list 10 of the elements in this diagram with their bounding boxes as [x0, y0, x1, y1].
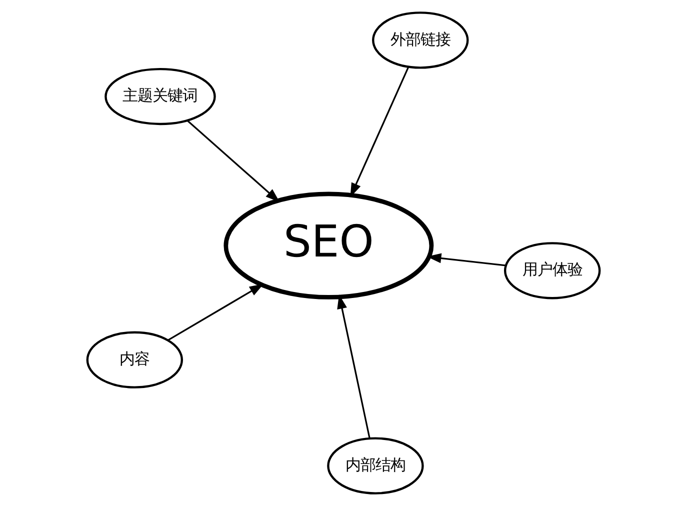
node-ellipse: 用户体验: [504, 242, 601, 300]
node-ellipse: 外部链接: [372, 12, 469, 69]
node-ellipse: 内部结构: [327, 437, 424, 494]
node-ellipse: SEO: [224, 192, 434, 300]
arrow: [168, 284, 264, 341]
arrow: [350, 66, 410, 198]
arrow: [337, 294, 370, 439]
node-ellipse: 主题关键词: [104, 68, 216, 126]
node-ellipse: 内容: [86, 331, 184, 388]
arrow: [186, 120, 280, 202]
